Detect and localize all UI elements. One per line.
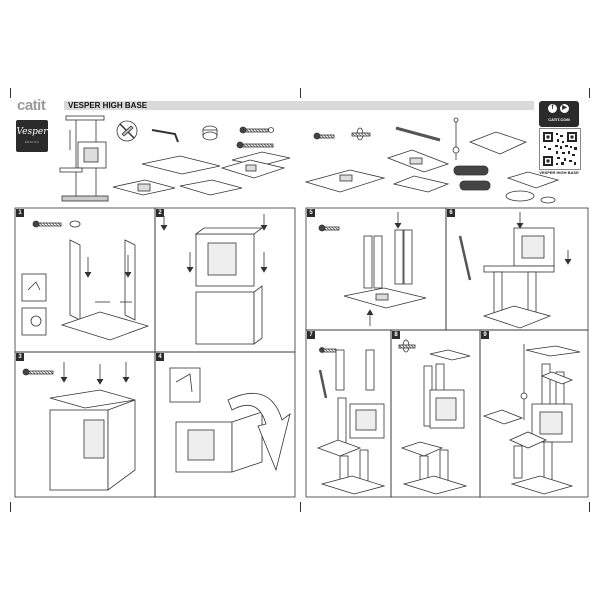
- step-6-drawing: [458, 212, 572, 329]
- facebook-icon[interactable]: f: [548, 104, 557, 113]
- crop-mark: [589, 88, 590, 98]
- youtube-icon[interactable]: ▶: [560, 104, 569, 113]
- step-badge: 8: [392, 331, 400, 339]
- website-url[interactable]: CATIT.COM: [548, 117, 570, 122]
- sisal-post: [453, 165, 491, 191]
- crop-mark: [10, 502, 11, 512]
- bolt-icon: [351, 127, 371, 141]
- step-badge: 3: [16, 353, 24, 361]
- crop-mark: [10, 88, 11, 98]
- step-badge: 6: [447, 209, 455, 217]
- step-badge: 7: [307, 331, 315, 339]
- step-badge: 1: [16, 209, 24, 217]
- step-8-drawing: [398, 339, 471, 495]
- brand-logo-text: catit: [17, 97, 46, 114]
- bolt-icon: [236, 141, 274, 149]
- vesper-logo: Vesper DESIGN: [16, 120, 48, 152]
- screw-icon: [313, 132, 335, 140]
- step-9-drawing: [482, 344, 581, 495]
- qr-code[interactable]: [539, 128, 581, 170]
- step-3-drawing: [22, 362, 136, 491]
- step-2-drawing: [160, 214, 268, 345]
- logo-name: Vesper: [16, 127, 48, 137]
- crop-mark: [300, 88, 301, 98]
- social-links: f ▶ CATIT.COM: [539, 101, 579, 127]
- allen-key-icon: [151, 129, 179, 143]
- step-badge: 4: [156, 353, 164, 361]
- product-thumbnail: [59, 115, 109, 202]
- page-title: VESPER HIGH BASE: [68, 101, 148, 110]
- qr-code-pattern: [543, 132, 577, 166]
- step-badge: 9: [481, 331, 489, 339]
- qr-caption: VESPER HIGH BASE: [539, 170, 579, 175]
- threaded-rod: [395, 126, 441, 142]
- no-knife-icon: [116, 120, 138, 142]
- bolt-icon: [239, 126, 274, 134]
- rope-hanger: [452, 117, 460, 160]
- logo-subtitle: DESIGN: [24, 140, 40, 144]
- crop-mark: [589, 502, 590, 512]
- step-7-drawing: [316, 347, 386, 495]
- step-1-drawing: [21, 220, 150, 341]
- step-badge: 5: [307, 209, 315, 217]
- step-5-drawing: [318, 212, 427, 326]
- step-4-drawing: [169, 367, 291, 473]
- cam-lock-icon: [202, 125, 218, 141]
- title-bar: [64, 101, 534, 110]
- step-badge: 2: [156, 209, 164, 217]
- crop-mark: [300, 502, 301, 512]
